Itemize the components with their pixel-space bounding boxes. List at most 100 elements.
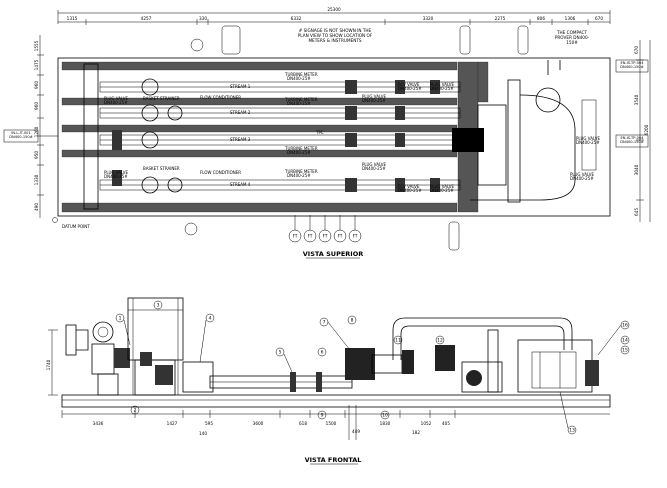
overall-dimension: 25300 bbox=[57, 7, 611, 24]
left-dim: 1555 bbox=[34, 40, 39, 51]
tag-left-text: IN-L-IT-001 DN400-150# bbox=[9, 131, 33, 140]
valve-labels: PLUG VALVE DN400-25# FCV VALVE DN400-25#… bbox=[104, 82, 600, 193]
plug-valve-label: PLUG VALVE bbox=[104, 96, 128, 101]
structure bbox=[127, 297, 214, 396]
bottom-dim: 3436 bbox=[93, 421, 104, 426]
bottom-dimensions: 3436 1427 595 3600 618 1500 1830 1052 40… bbox=[61, 405, 610, 440]
basket-strainers bbox=[141, 78, 183, 194]
balloon-label: 5 bbox=[279, 350, 282, 356]
ft-callout-label: FT bbox=[308, 234, 313, 239]
fcv-valve-dn: DN400-25# bbox=[398, 86, 422, 91]
plug-valve-dn: DN400-25# bbox=[576, 140, 600, 145]
left-dim: 960 bbox=[34, 102, 39, 110]
prover-loop bbox=[392, 317, 573, 393]
extra-dim: 182 bbox=[412, 430, 420, 435]
bottom-dim: 405 bbox=[442, 421, 450, 426]
left-dim: 490 bbox=[34, 203, 39, 211]
turbine-meter-dn: DN400-25# bbox=[287, 76, 311, 81]
ft-callout-label: FT bbox=[293, 234, 298, 239]
tpc-bubble bbox=[190, 38, 204, 52]
tag-right: EN-IS-TP-004 DN400-150# EN-IS-TP-004 DN4… bbox=[615, 59, 649, 148]
plug-valve-label: PLUG VALVE bbox=[430, 184, 454, 189]
basket-strainer-label: BASKET STRAINER bbox=[143, 166, 180, 171]
plug-valve-dn: DN400-25# bbox=[362, 98, 386, 103]
datum-point: DATUM POINT bbox=[52, 217, 90, 229]
right-dimensions: 670 6200 3540 3040 645 bbox=[634, 40, 651, 222]
compact-prover-label: THE COMPACT PROVER DN400-150# bbox=[554, 30, 590, 45]
main-pipe bbox=[209, 372, 353, 392]
top-chain-dimensions: 1315 4257 330 6332 3320 2275 806 1306 67… bbox=[58, 16, 610, 25]
turbine-meter-labels: TURBINE METER DN400-25# TURBINE METER DN… bbox=[284, 72, 318, 178]
stream-labels: STREAM 1 STREAM 2 STREAM 3 STREAM 4 bbox=[230, 84, 251, 187]
plug-valve-label: PLUG VALVE bbox=[576, 136, 600, 141]
balloon-label: 7 bbox=[323, 320, 326, 326]
skid-outline bbox=[57, 57, 611, 217]
ft-callout-label: FT bbox=[338, 234, 343, 239]
right-dim: 670 bbox=[634, 46, 639, 54]
valves bbox=[112, 80, 440, 192]
turbine-meter-dn: DN400-25# bbox=[287, 101, 311, 106]
bottom-dim: 3600 bbox=[253, 421, 264, 426]
top-dim: 1315 bbox=[67, 16, 78, 21]
top-dim: 2275 bbox=[495, 16, 506, 21]
stream-4-label: STREAM 4 bbox=[230, 182, 251, 187]
top-dim: 4257 bbox=[141, 16, 152, 21]
bottom-dim: 618 bbox=[299, 421, 307, 426]
right-dim: 3540 bbox=[634, 94, 639, 105]
tpc-bubble bbox=[184, 222, 198, 236]
right-dim: 6200 bbox=[644, 124, 649, 135]
left-dim: 960 bbox=[34, 81, 39, 89]
outlet-header bbox=[507, 79, 521, 203]
turbine-meter-label: TURBINE METER bbox=[284, 72, 318, 77]
top-dim: 3320 bbox=[423, 16, 434, 21]
bottom-dim: 595 bbox=[205, 421, 213, 426]
top-dim: 330 bbox=[199, 16, 207, 21]
balloon-label: 3 bbox=[157, 303, 160, 309]
flow-conditioner-label: FLOW CONDITIONER bbox=[200, 95, 241, 100]
plug-valve-dn: DN400-25# bbox=[430, 188, 454, 193]
balloon-label: 15 bbox=[622, 348, 628, 354]
plug-valve-label: PLUG VALVE bbox=[430, 82, 454, 87]
left-dim: 1260 bbox=[34, 126, 39, 137]
tag-right-text-2: EN-IS-TP-004 DN400-150# bbox=[620, 136, 644, 145]
fcv-valve-label: FCV VALVE bbox=[398, 82, 420, 87]
left-dim: 1475 bbox=[34, 59, 39, 70]
plug-valve-label: PLUG VALVE bbox=[570, 172, 594, 177]
prover-box bbox=[517, 339, 599, 393]
balloon-callouts: 1 2 3 4 5 6 7 8 9 10 11 12 13 1 bbox=[115, 300, 630, 435]
balloon-label: 6 bbox=[321, 350, 324, 356]
top-view-title: VISTA SUPERIOR bbox=[303, 250, 363, 258]
overall-dim-label: 25300 bbox=[327, 7, 341, 12]
plug-valve-label: PLUG VALVE bbox=[104, 170, 128, 175]
left-dimensions: 1555 1475 960 960 1260 950 1330 490 bbox=[34, 35, 44, 218]
balloon-label: 11 bbox=[395, 338, 401, 344]
compact-prover bbox=[452, 60, 597, 201]
turbine-meter-label: TURBINE METER bbox=[284, 169, 318, 174]
balloon-label: 13 bbox=[569, 428, 575, 434]
basket-strainer-label: BASKET STRAINER bbox=[143, 96, 180, 101]
tag-left: IN-L-IT-001 DN400-150# bbox=[3, 129, 58, 143]
ft-callout-label: FT bbox=[353, 234, 358, 239]
plug-valve-label: PLUG VALVE bbox=[362, 94, 386, 99]
balloon-label: 16 bbox=[622, 323, 628, 329]
balloon-label: 1 bbox=[119, 316, 122, 322]
extra-dim: 140 bbox=[199, 431, 207, 436]
top-dim: 1306 bbox=[565, 16, 576, 21]
top-dim: 6332 bbox=[291, 16, 302, 21]
turbine-meter-dn: DN400-25# bbox=[287, 173, 311, 178]
inlet-flange bbox=[65, 321, 130, 396]
grating-bands bbox=[61, 61, 489, 213]
balloon-label: 14 bbox=[622, 338, 628, 344]
bottom-dim: 1500 bbox=[326, 421, 337, 426]
bottom-dim: 1830 bbox=[380, 421, 391, 426]
bottom-dim: 1052 bbox=[421, 421, 432, 426]
plug-valve-dn: DN400-25# bbox=[430, 86, 454, 91]
turbine-meter-label: TURBINE METER bbox=[284, 146, 318, 151]
datum-point-label: DATUM POINT bbox=[62, 224, 90, 229]
height-dim: 1740 bbox=[46, 359, 51, 370]
balloon-label: 12 bbox=[437, 338, 443, 344]
fcv-valve-label: FCV VALVE bbox=[398, 184, 420, 189]
left-dim: 950 bbox=[34, 151, 39, 159]
balloon-label: 4 bbox=[209, 316, 212, 322]
stream-3-label: STREAM 3 bbox=[230, 137, 251, 142]
